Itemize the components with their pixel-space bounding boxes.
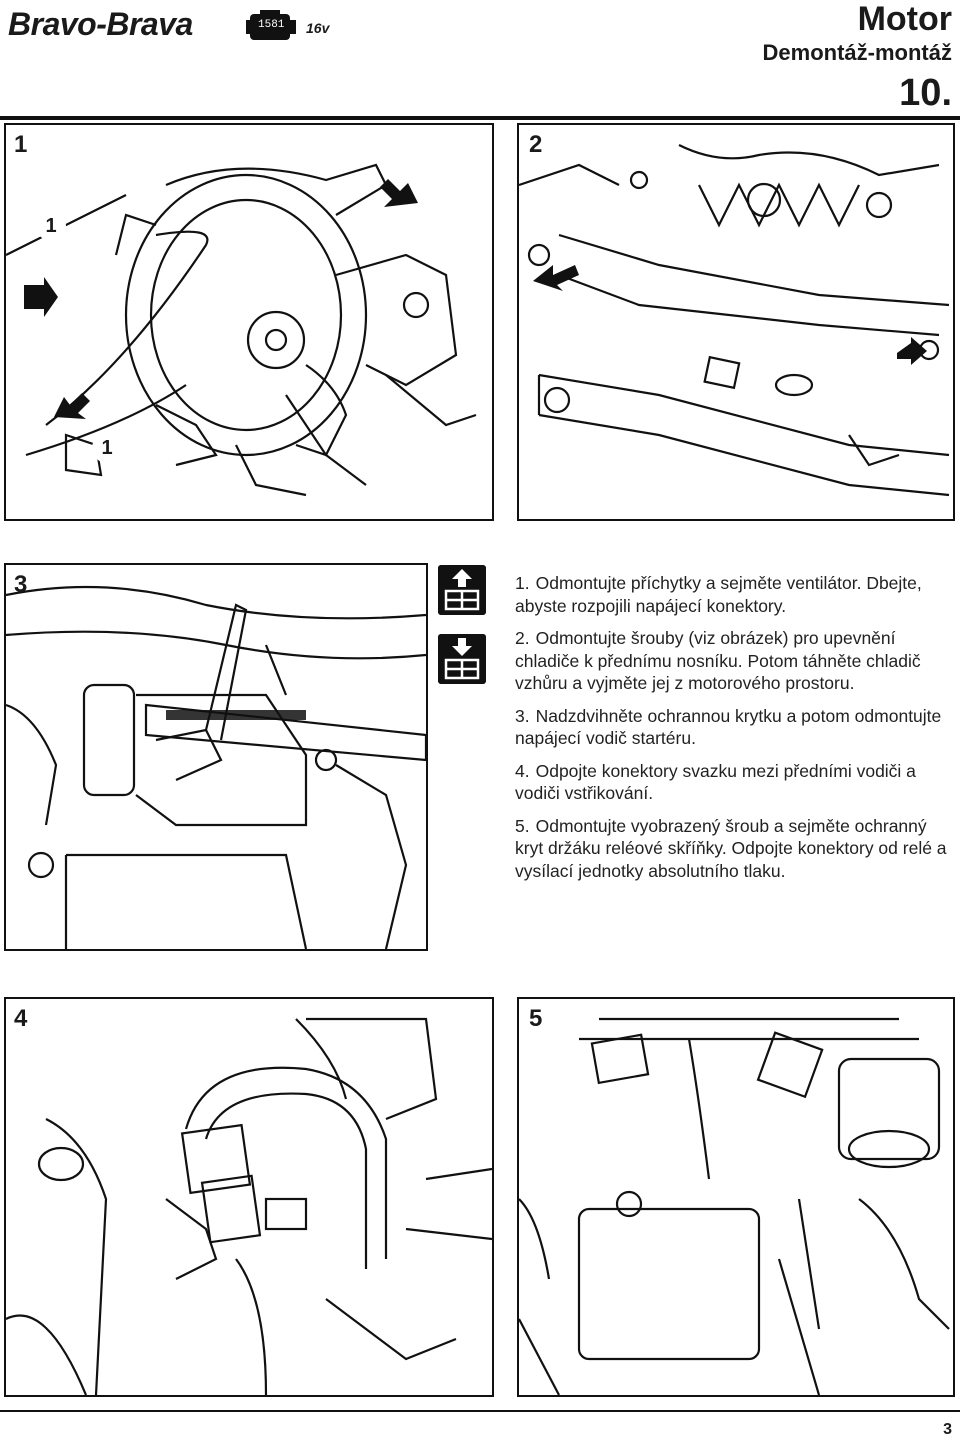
step-4: 4.Odpojte konektory svazku mezi předními… xyxy=(515,760,916,804)
figure-2: 2 xyxy=(517,123,955,521)
engine-code: 1581 xyxy=(258,19,285,31)
figure-number: 5 xyxy=(529,1005,543,1032)
radiator-mounting-drawing-icon xyxy=(519,144,950,497)
radiator-fan-drawing-icon xyxy=(6,163,477,497)
relay-box-drawing-icon xyxy=(519,1017,950,1395)
figure-number: 4 xyxy=(14,1005,28,1032)
step-5: 5.Odmontujte vyobrazený šroub a sejměte … xyxy=(515,815,947,881)
callout-label: 1 xyxy=(92,433,122,463)
removal-icon xyxy=(438,565,486,615)
header-rule xyxy=(0,116,960,120)
figure-3: 3 xyxy=(4,563,428,951)
wiring-connector-drawing-icon xyxy=(6,1017,492,1395)
page-number: 3 xyxy=(943,1421,952,1438)
figure-5: 5 xyxy=(517,997,955,1397)
starter-motor-drawing-icon xyxy=(6,585,426,949)
callout-label: 1 xyxy=(36,211,66,241)
brand-title: Bravo-Brava xyxy=(8,6,193,42)
figure-1: 1 1 1 xyxy=(4,123,494,521)
section-title: Motor xyxy=(857,0,952,38)
figure-number: 1 xyxy=(14,131,28,158)
step-1: 1.Odmontujte příchytky a sejměte ventilá… xyxy=(515,573,922,616)
instructions: 1.Odmontujte příchytky a sejměte ventilá… xyxy=(515,572,955,892)
installation-icon xyxy=(438,634,486,684)
section-number: 10. xyxy=(899,72,952,114)
figure-number: 3 xyxy=(14,571,28,598)
figure-number: 2 xyxy=(529,131,543,158)
engine-spec: 16v xyxy=(306,20,330,36)
footer-rule xyxy=(0,1410,960,1412)
step-3: 3.Nadzdvihněte ochrannou krytku a potom … xyxy=(515,705,942,749)
engine-icon xyxy=(246,10,296,40)
section-subtitle: Demontáž-montáž xyxy=(762,40,952,65)
step-2: 2.Odmontujte šrouby (viz obrázek) pro up… xyxy=(515,628,921,693)
figure-4: 4 xyxy=(4,997,494,1397)
